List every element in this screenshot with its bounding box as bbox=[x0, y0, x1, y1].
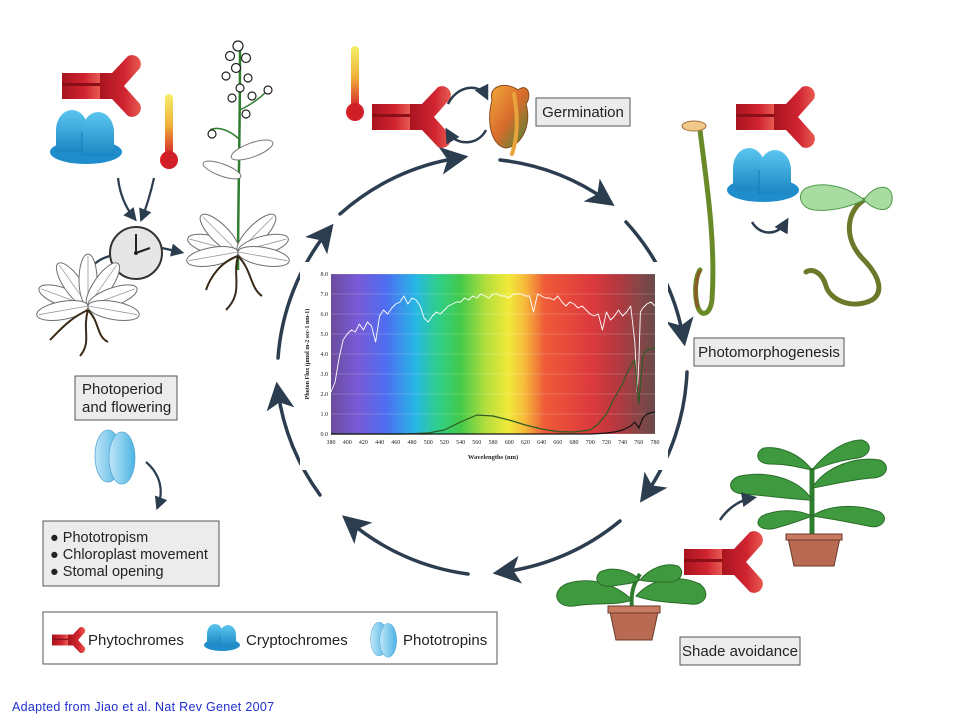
photomorphogenesis-group: Photomorphogenesis bbox=[681, 86, 893, 367]
photoperiod-group: Photoperiod and flowering bbox=[34, 40, 292, 421]
morphogenesis-arrow-icon bbox=[750, 217, 789, 235]
phytochrome-icon bbox=[62, 55, 141, 117]
shade-avoidance-label-box bbox=[679, 636, 801, 666]
shade-avoidance-label: Shade avoidance bbox=[682, 643, 798, 660]
spectrum-series-line-3 bbox=[331, 411, 656, 435]
x-tick-label: 520 bbox=[440, 440, 449, 446]
short-plant-icon bbox=[556, 564, 707, 641]
y-tick-label: 7.0 bbox=[321, 292, 329, 298]
y-tick-label: 1.0 bbox=[321, 412, 329, 418]
spectrum-series-line-2 bbox=[331, 347, 656, 435]
legend-phytochromes: Phytochromes bbox=[88, 632, 184, 649]
x-tick-label: 400 bbox=[343, 440, 352, 446]
phytochrome-icon bbox=[372, 86, 451, 148]
germination-group: Germination bbox=[346, 46, 631, 156]
pot-icon bbox=[609, 611, 659, 641]
x-tick-label: 740 bbox=[618, 440, 627, 446]
cryptochrome-icon bbox=[49, 109, 123, 165]
phototropin-arrow-icon bbox=[145, 461, 168, 511]
y-tick-label: 2.0 bbox=[321, 392, 329, 398]
flowering-plant-icon bbox=[184, 40, 292, 311]
spectrum-chart: 0.0 1.0 2.0 3.0 4.0 5.0 6.0 7.0 8.0 380 400 420 440… bbox=[300, 262, 668, 470]
arrow-left-up bbox=[276, 223, 334, 360]
photomorphogenesis-label: Photomorphogenesis bbox=[698, 344, 840, 361]
legend-cryptochromes: Cryptochromes bbox=[246, 632, 348, 649]
x-axis-label: Wavelengths (nm) bbox=[468, 454, 518, 461]
x-tick-label: 420 bbox=[359, 440, 368, 446]
phototropin-effects-box bbox=[42, 520, 220, 587]
rosette-plant-icon bbox=[34, 253, 142, 357]
x-tick-label: 440 bbox=[375, 440, 384, 446]
input-arrow-icon bbox=[116, 177, 137, 222]
shade-arrow-icon bbox=[718, 492, 757, 521]
x-tick-label: 380 bbox=[327, 440, 336, 446]
spectrum-series-line-1 bbox=[330, 293, 656, 393]
etiolated-seedling-icon bbox=[681, 120, 716, 316]
y-tick-label: 5.0 bbox=[321, 332, 329, 338]
legend-phototropins: Phototropins bbox=[403, 632, 487, 649]
y-tick-label: 4.0 bbox=[321, 352, 329, 358]
cycle-arrow-icon-return bbox=[445, 127, 488, 145]
germination-label-box bbox=[535, 97, 631, 127]
phototropin-icon bbox=[94, 429, 136, 485]
x-tick-label: 640 bbox=[537, 440, 546, 446]
effect-chloroplast-movement: ● Chloroplast movement bbox=[50, 547, 208, 563]
effect-stomal-opening: ● Stomal opening bbox=[50, 564, 164, 580]
y-tick-label: 3.0 bbox=[321, 372, 329, 378]
y-axis-ticks: 0.0 1.0 2.0 3.0 4.0 5.0 6.0 7.0 8.0 bbox=[321, 272, 329, 438]
effect-phototropism: ● Phototropism bbox=[50, 530, 148, 546]
x-tick-label: 680 bbox=[570, 440, 579, 446]
arrow-to-photomorphogenesis bbox=[498, 158, 615, 207]
x-tick-label: 480 bbox=[408, 440, 417, 446]
x-tick-label: 540 bbox=[456, 440, 465, 446]
germinating-seed-icon bbox=[489, 84, 530, 156]
x-tick-label: 500 bbox=[424, 440, 433, 446]
x-tick-label: 760 bbox=[634, 440, 643, 446]
photoperiod-label-box bbox=[74, 375, 178, 421]
x-tick-label: 620 bbox=[521, 440, 530, 446]
arrow-to-flowering bbox=[266, 381, 322, 497]
x-tick-label: 600 bbox=[505, 440, 514, 446]
phototropin-group: ● Phototropism ● Chloroplast movement ● … bbox=[42, 429, 220, 587]
arrow-to-shade-avoidance bbox=[640, 370, 689, 503]
x-tick-label: 720 bbox=[602, 440, 611, 446]
y-axis-label: Photon Flux (µmol m-2 sec-1 nm-1) bbox=[304, 309, 311, 400]
x-tick-label: 460 bbox=[391, 440, 400, 446]
chart-plot-area bbox=[331, 274, 655, 434]
legend-phototropin-icon bbox=[370, 621, 397, 658]
photoperiod-label-line1: Photoperiod bbox=[82, 381, 163, 398]
clock-arrow-out-icon bbox=[161, 243, 185, 257]
arrow-lower-left bbox=[341, 515, 470, 576]
arrow-to-germination bbox=[338, 146, 469, 216]
x-tick-label: 660 bbox=[553, 440, 562, 446]
thermometer-icon bbox=[346, 46, 364, 121]
germination-label: Germination bbox=[542, 104, 624, 121]
chart-series bbox=[330, 293, 656, 435]
cycle-arrow-icon bbox=[446, 83, 489, 105]
arrow-from-shade-avoidance bbox=[492, 519, 622, 584]
citation-text: Adapted from Jiao et al. Nat Rev Genet 2… bbox=[12, 700, 274, 714]
y-tick-label: 8.0 bbox=[321, 272, 329, 278]
x-tick-label: 700 bbox=[586, 440, 595, 446]
x-axis-ticks: 380 400 420 440 460 480 500 520 540 560 580 600 620 6… bbox=[327, 440, 660, 446]
x-tick-label: 560 bbox=[472, 440, 481, 446]
thermometer-icon bbox=[160, 94, 178, 169]
clock-icon bbox=[109, 226, 163, 280]
input-arrow-icon-2 bbox=[139, 177, 156, 223]
legend-box bbox=[42, 611, 498, 665]
phytochrome-icon bbox=[736, 86, 815, 148]
de-etiolated-seedling-icon bbox=[799, 184, 893, 307]
shade-avoidance-group: Shade avoidance bbox=[556, 439, 887, 666]
cryptochrome-icon bbox=[726, 147, 800, 203]
x-tick-label: 780 bbox=[651, 440, 660, 446]
legend: Phytochromes Cryptochromes Phototropins bbox=[42, 611, 498, 665]
pot-icon bbox=[787, 537, 841, 567]
photomorphogenesis-label-box bbox=[693, 337, 845, 367]
y-tick-label: 6.0 bbox=[321, 312, 329, 318]
y-tick-label: 0.0 bbox=[321, 432, 329, 438]
x-tick-label: 580 bbox=[489, 440, 498, 446]
photoperiod-label-line2: and flowering bbox=[82, 399, 171, 416]
